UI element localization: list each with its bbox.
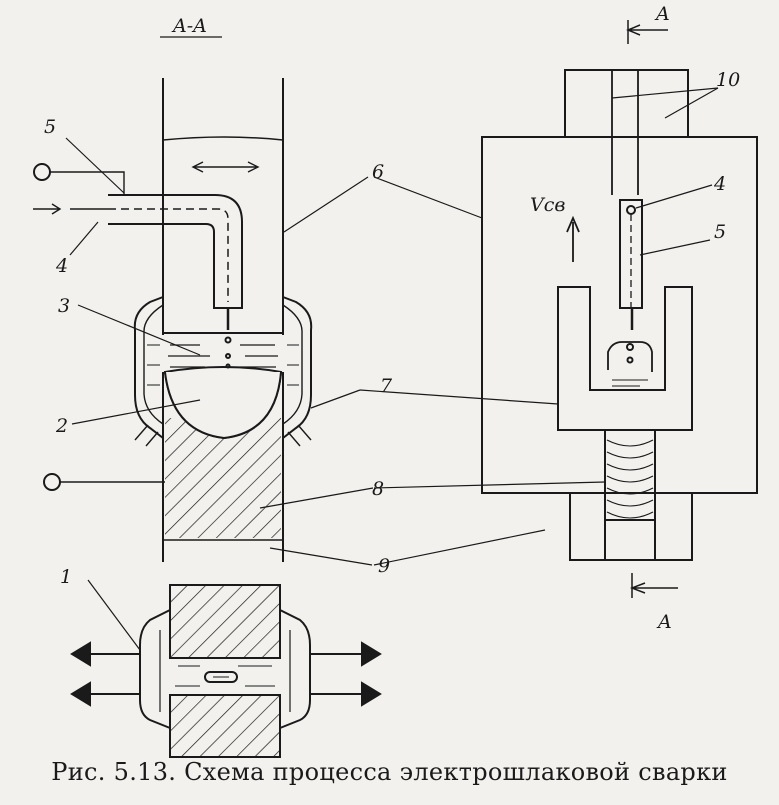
cut-mark-bottom bbox=[629, 573, 678, 598]
plan-base-metal-lower bbox=[169, 694, 281, 758]
plan-view-bottom bbox=[70, 579, 382, 758]
copper-shoe-left bbox=[133, 296, 164, 439]
leaders-left bbox=[65, 137, 606, 566]
callout-7: 7 bbox=[380, 375, 393, 397]
plan-base-metal-upper bbox=[169, 584, 281, 659]
wire-guide-nozzle bbox=[33, 194, 243, 369]
figure-caption: Рис. 5.13. Схема процесса электрошлаково… bbox=[51, 758, 728, 786]
plate-edge-line bbox=[162, 136, 284, 141]
power-terminal-top bbox=[33, 163, 51, 181]
callout-6: 6 bbox=[372, 161, 384, 183]
slag-pool bbox=[163, 332, 283, 368]
cut-letter-bottom: A bbox=[656, 611, 672, 633]
callout-4-left: 4 bbox=[55, 255, 68, 277]
top-plates bbox=[564, 69, 689, 137]
guide-channel bbox=[611, 70, 639, 195]
plan-shoe-right bbox=[279, 609, 311, 729]
callout-10: 10 bbox=[716, 69, 740, 91]
base-metal-upper bbox=[162, 78, 284, 335]
callout-5-right: 5 bbox=[714, 221, 726, 243]
callout-3: 3 bbox=[58, 295, 70, 317]
copper-shoe-right bbox=[282, 296, 313, 439]
callout-4-right: 4 bbox=[713, 173, 726, 195]
callout-5-left: 5 bbox=[44, 116, 56, 138]
cut-letter-top: A bbox=[654, 3, 670, 25]
front-view-right bbox=[481, 20, 758, 598]
weld-seam-front bbox=[604, 430, 656, 520]
cut-mark-top bbox=[626, 20, 668, 44]
velocity-arrow bbox=[566, 215, 580, 262]
oscillation-arrow bbox=[191, 161, 260, 173]
front-pool bbox=[607, 341, 653, 372]
plan-electrode bbox=[204, 671, 238, 683]
callout-8: 8 bbox=[372, 478, 384, 500]
metal-pool-edge bbox=[164, 371, 282, 440]
weld-ripples bbox=[606, 439, 654, 519]
section-view-left bbox=[33, 78, 606, 566]
labels: A-A 5 4 3 2 6 7 8 9 1 10 4 5 Vсв A A bbox=[44, 3, 740, 633]
copper-shoe-front bbox=[557, 286, 693, 431]
velocity-label: Vсв bbox=[530, 194, 565, 216]
callout-9: 9 bbox=[378, 555, 390, 577]
bottom-plates bbox=[569, 493, 693, 561]
section-title: A-A bbox=[171, 15, 207, 37]
plan-pipes bbox=[70, 641, 382, 707]
plan-shoe-left bbox=[139, 609, 171, 729]
shoe-coolant bbox=[147, 344, 299, 386]
plan-slag bbox=[175, 665, 275, 687]
power-terminal-bottom bbox=[43, 473, 61, 491]
callout-2: 2 bbox=[55, 415, 68, 437]
callout-1: 1 bbox=[60, 566, 72, 588]
